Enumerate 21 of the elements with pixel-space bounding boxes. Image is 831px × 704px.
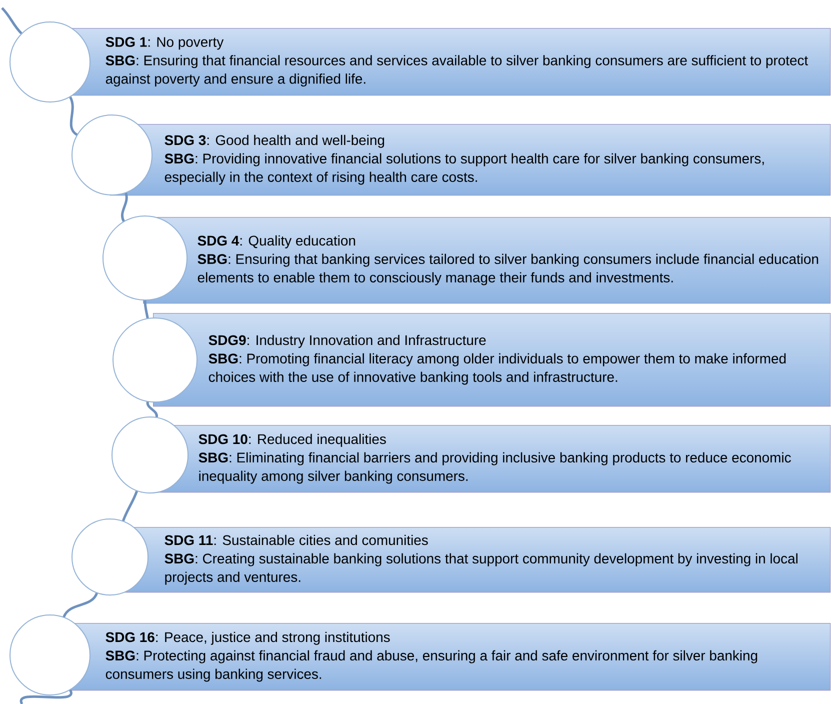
band-box: SDG 1: No poverty SBG: Ensuring that financial resources and services available to silver banking consumers are sufficient to protect against poverty and ensure a dignified life. [50, 28, 831, 96]
circle-shape [10, 614, 90, 696]
circle-shape [112, 318, 198, 402]
circle-shape [72, 518, 148, 596]
circle-shape [112, 416, 188, 494]
band-box: SDG 11: Sustainable cities and comunities SBG: Creating sustainable banking solutions that support community development by investing in local projects and ventures. [110, 527, 831, 593]
connector-line [144, 300, 149, 318]
circle-shape [72, 114, 152, 196]
band-box: SDG 4: Quality education SBG: Ensuring that banking services tailored to silver banking consumers include financial education elements to enable them to consciously manage their funds and investments. [143, 217, 831, 304]
connector-line [69, 96, 78, 136]
connector-line [62, 592, 98, 618]
connector-line [146, 402, 158, 418]
band-box: SDG 3: Good health and well-being SBG: Providing innovative financial solutions to support health care for silver banking consumers, especially in the context of rising health care costs. [110, 124, 831, 196]
band-box: SDG9: Industry Innovation and Infrastructure SBG: Promoting financial literacy among older individuals to empower them to make informed choices with the use of innovative banking tools and infrastructure. [153, 313, 831, 407]
connector-line [122, 490, 138, 522]
connector-line [121, 192, 128, 222]
band-box: SDG 10: Reduced inequalities SBG: Eliminating financial barriers and providing inclusive banking products to reduce economic inequality among silver banking consumers. [150, 425, 831, 493]
band-box: SDG 16: Peace, justice and strong institutions SBG: Protecting against financial fraud and abuse, ensuring a fair and safe environment for silver banking consumers using banking services. [50, 623, 831, 691]
circle-shape [102, 216, 188, 300]
connector-line [1, 7, 22, 34]
circle-shape [10, 22, 90, 102]
